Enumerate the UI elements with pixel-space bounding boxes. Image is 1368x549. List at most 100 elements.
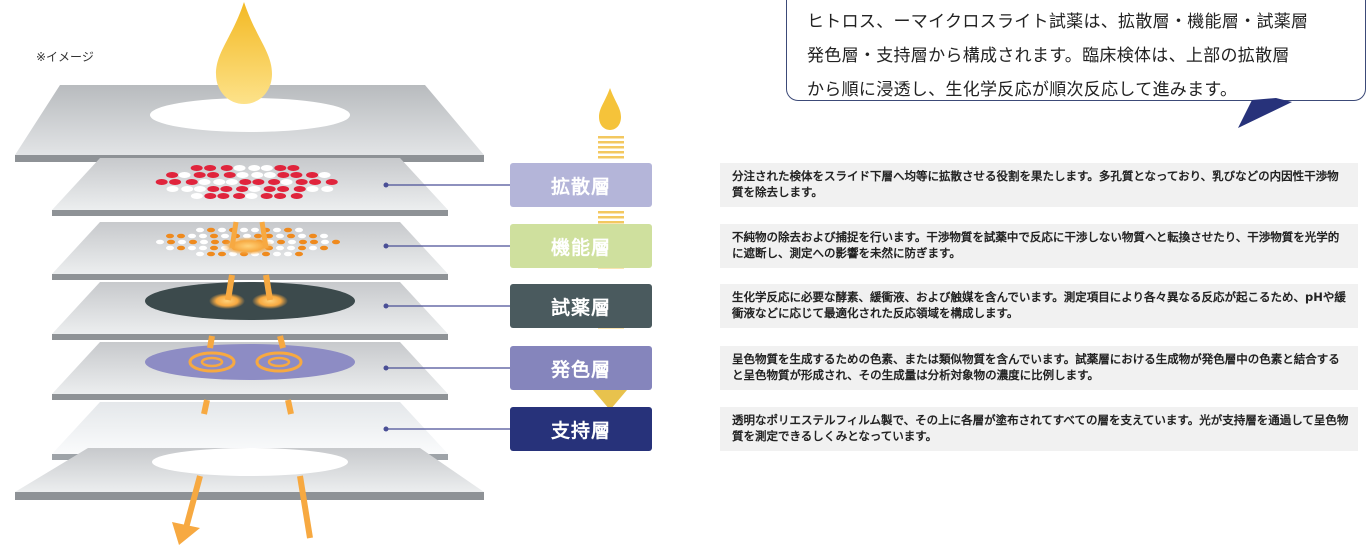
- particle-dot: [156, 239, 164, 245]
- particle-dot: [207, 172, 220, 178]
- functional-dots: [156, 221, 340, 257]
- connector-line: [383, 243, 510, 249]
- particle-dot: [220, 186, 233, 192]
- particle-dot: [287, 245, 295, 251]
- particle-dot: [211, 239, 219, 245]
- particle-dot: [225, 179, 238, 185]
- particle-dot: [274, 165, 287, 171]
- particle-dot: [210, 233, 218, 239]
- particle-dot: [245, 193, 258, 199]
- particle-dot: [295, 227, 303, 233]
- particle-dot: [290, 172, 303, 178]
- particle-dot: [280, 179, 293, 185]
- particle-dot: [306, 186, 319, 192]
- particle-dot: [284, 227, 292, 233]
- particle-dot: [306, 172, 319, 178]
- particle-dot: [166, 172, 179, 178]
- particle-dot: [321, 186, 334, 192]
- particle-dot: [332, 239, 340, 245]
- particle-dot: [273, 251, 281, 257]
- particle-dot: [295, 179, 308, 185]
- particle-dot: [248, 165, 261, 171]
- particle-dot: [273, 227, 281, 233]
- particle-dot: [290, 193, 303, 199]
- particle-dot: [268, 179, 281, 185]
- layer-description: 透明なポリエステルフィルム製で、その上に各層が塗布されてすべての層を支えています…: [720, 407, 1358, 451]
- particle-dot: [166, 233, 174, 239]
- particle-dot: [239, 179, 252, 185]
- particle-dot: [325, 179, 338, 185]
- particle-dot: [188, 233, 196, 239]
- particle-dot: [207, 227, 215, 233]
- particle-dot: [177, 233, 185, 239]
- layer-description: 呈色物質を生成するための色素、または類似物質を含んでいます。試薬層における生成物…: [720, 346, 1358, 390]
- color-zone: [145, 344, 355, 380]
- particle-dot: [309, 179, 322, 185]
- particle-dot: [295, 251, 303, 257]
- particle-dot: [236, 186, 249, 192]
- particle-dot: [221, 233, 229, 239]
- particle-dot: [298, 233, 306, 239]
- particle-dot: [213, 179, 226, 185]
- particle-dot: [193, 172, 206, 178]
- sample-drop-icon: [216, 2, 272, 104]
- callout-line: から順に浸透し、生化学反応が順次反応して進みます。: [807, 80, 1238, 100]
- particle-dot: [199, 233, 207, 239]
- particle-dot: [204, 193, 217, 199]
- connector-line: [383, 182, 510, 188]
- particle-dot: [167, 239, 175, 245]
- particle-dot: [185, 179, 198, 185]
- particle-dot: [233, 165, 246, 171]
- particle-dot: [181, 186, 194, 192]
- particle-dot: [309, 245, 317, 251]
- particle-dot: [287, 233, 295, 239]
- particle-dot: [190, 165, 203, 171]
- particle-dot: [252, 179, 265, 185]
- particle-dot: [248, 186, 261, 192]
- particle-dot: [274, 193, 287, 199]
- particle-dot: [236, 172, 249, 178]
- particle-dot: [233, 193, 246, 199]
- particle-dot: [321, 239, 329, 245]
- callout-line: 発色層・支持層から構成されます。臨床検体は、上部の拡散層: [807, 46, 1290, 66]
- particle-dot: [284, 251, 292, 257]
- layer-description: 不純物の除去および捕捉を行います。干渉物質を試薬中で反応に干渉しない物質へと転換…: [720, 224, 1358, 268]
- bottom-frame-plate: [15, 448, 484, 500]
- particle-dot: [277, 172, 290, 178]
- particle-dot: [188, 245, 196, 251]
- reagent-zone: [145, 282, 355, 320]
- particle-dot: [277, 186, 290, 192]
- particle-dot: [200, 239, 208, 245]
- particle-dot: [287, 165, 300, 171]
- particle-dot: [217, 193, 230, 199]
- particle-dot: [169, 179, 182, 185]
- particle-dot: [207, 251, 215, 257]
- particle-dot: [277, 239, 285, 245]
- diffusion-layer-plate: [52, 158, 448, 216]
- particle-dot: [318, 172, 331, 178]
- particle-dot: [251, 227, 259, 233]
- particle-dot: [178, 239, 186, 245]
- particle-dot: [260, 193, 273, 199]
- particle-dot: [178, 172, 191, 178]
- diffusion-dots: [155, 165, 338, 199]
- layer-label-color: 発色層: [510, 346, 652, 390]
- particle-dot: [204, 165, 217, 171]
- particle-dot: [265, 233, 273, 239]
- image-note: ※イメージ: [36, 50, 94, 64]
- particle-dot: [310, 239, 318, 245]
- callout-tail-icon: [1238, 98, 1292, 128]
- particle-dot: [155, 179, 168, 185]
- particle-dot: [189, 239, 197, 245]
- particle-dot: [196, 251, 204, 257]
- particle-dot: [177, 245, 185, 251]
- particle-dot: [254, 233, 262, 239]
- layer-description: 分注された検体をスライド下層へ均等に拡散させる役割を果たします。多孔質となってお…: [720, 163, 1358, 207]
- particle-dot: [198, 179, 211, 185]
- particle-dot: [263, 186, 276, 192]
- particle-dot: [276, 233, 284, 239]
- particle-dot: [298, 245, 306, 251]
- particle-dot: [309, 233, 317, 239]
- connector-line: [383, 303, 510, 309]
- particle-dot: [193, 186, 206, 192]
